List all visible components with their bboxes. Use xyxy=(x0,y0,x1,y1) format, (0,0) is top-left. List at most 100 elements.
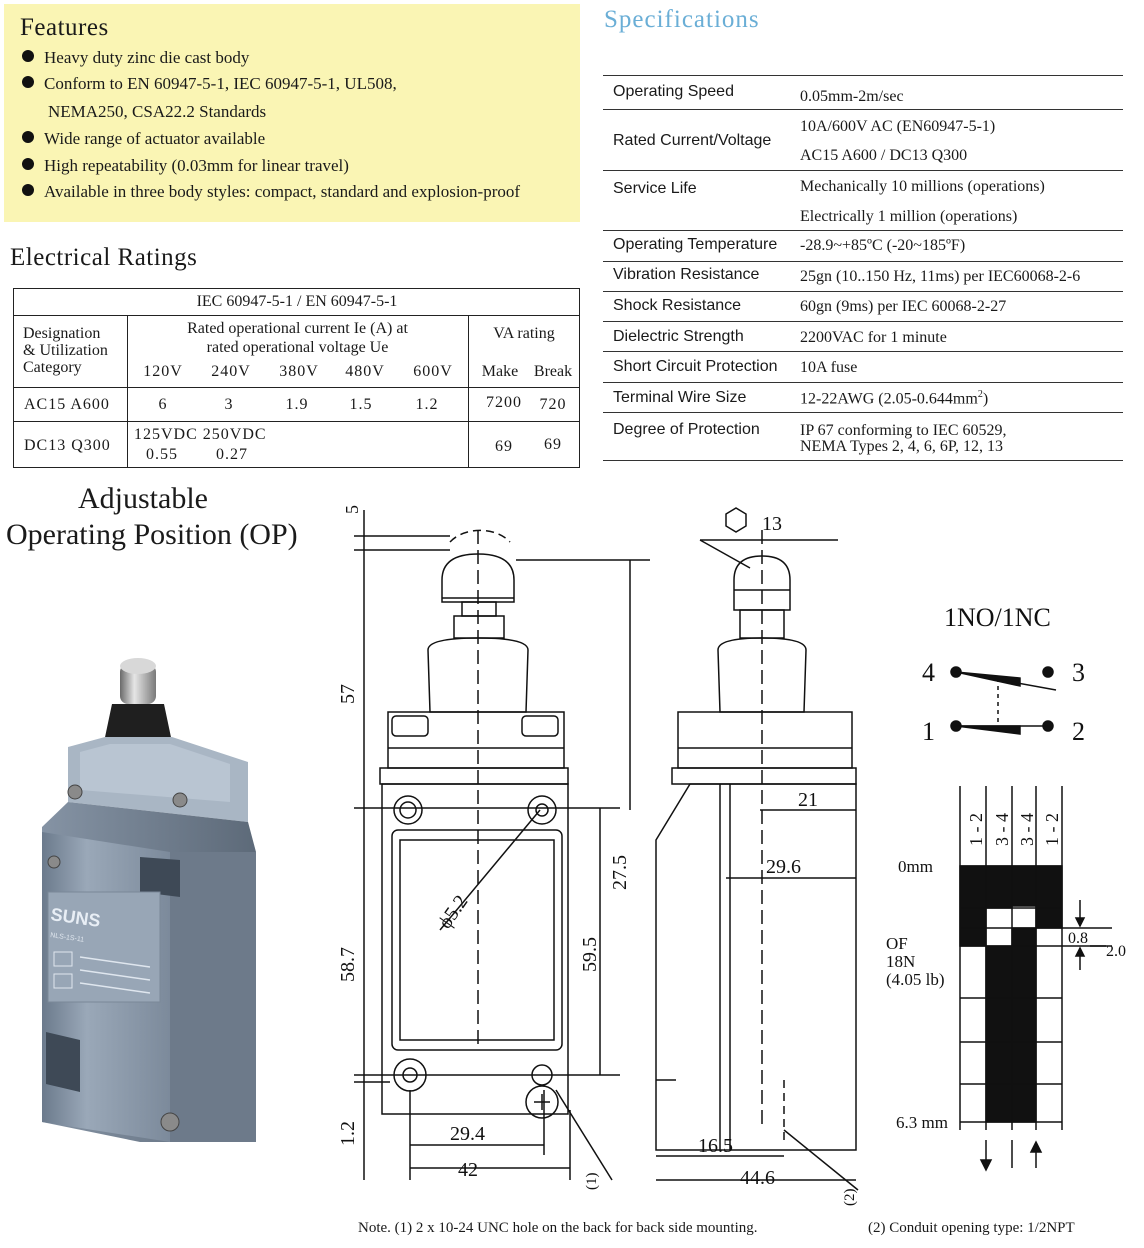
table-rule xyxy=(14,421,580,422)
footnote-1: Note. (1) 2 x 10-24 UNC hole on the back… xyxy=(358,1220,758,1236)
feature-item-continued: NEMA250, CSA22.2 Standards xyxy=(48,102,267,121)
contact-blade xyxy=(955,725,1021,735)
dimension-label: 5 xyxy=(342,505,362,514)
table-rule xyxy=(603,170,1123,171)
spec-value-line: NEMA Types 2, 4, 6, 6P, 12, 13 xyxy=(800,438,1004,455)
leader-line xyxy=(783,1129,859,1191)
voltage-header: 480V xyxy=(345,363,385,380)
table-cell: 7200 xyxy=(486,394,522,411)
screw-icon xyxy=(525,1085,559,1119)
spec-label: Operating Speed xyxy=(613,83,734,100)
table-cell: 69 xyxy=(544,436,562,453)
feature-text: Available in three body styles: compact,… xyxy=(44,182,521,201)
contact-state-closed xyxy=(985,865,1013,909)
table-cell: 0.27 xyxy=(216,446,248,463)
header-line: & Utilization xyxy=(23,342,108,359)
spec-label: Degree of Protection xyxy=(613,421,760,438)
note-marker: (2) xyxy=(842,1189,858,1207)
front-view: 5 57 58.7 1.2 27.5 59.5 ϕ5.2 29.4 42 (1) xyxy=(337,505,650,1190)
leader-line xyxy=(699,539,751,569)
table-rule xyxy=(468,315,469,468)
electrical-ratings-title: Electrical Ratings xyxy=(10,244,198,271)
body-side xyxy=(170,852,256,1142)
plunger-stem xyxy=(461,601,497,617)
spec-value: AC15 A600 / DC13 Q300 xyxy=(800,147,968,164)
bullet-icon xyxy=(22,158,34,170)
plunger-cap xyxy=(120,664,156,704)
plunger-cap xyxy=(441,553,515,603)
body-notch xyxy=(46,1032,80,1092)
table-cell: 125VDC 250VDC xyxy=(134,426,267,443)
table-cell: 6 xyxy=(158,396,168,413)
cover-inner xyxy=(399,839,555,1041)
break-header: Break xyxy=(533,363,573,380)
boot xyxy=(717,637,807,713)
table-rule xyxy=(603,230,1123,231)
head-flange xyxy=(671,767,857,785)
designation-header: Designation & Utilization Category xyxy=(23,325,108,376)
rubber-boot xyxy=(104,704,172,742)
ac15-label: AC15 A600 xyxy=(24,396,110,413)
table-rule xyxy=(14,315,580,316)
column-label: 3 - 4 xyxy=(992,813,1012,846)
column-label: 3 - 4 xyxy=(1017,813,1037,846)
table-cell: 720 xyxy=(539,396,567,413)
dimension-label: 21 xyxy=(798,789,818,811)
specifications-title: Specifications xyxy=(604,6,760,33)
table-rule xyxy=(14,387,580,388)
header-line: Category xyxy=(23,359,82,376)
cover-plate xyxy=(391,829,563,1051)
contact-state-closed xyxy=(985,945,1013,1123)
label-text-line xyxy=(79,969,151,981)
head-block xyxy=(677,711,853,769)
table-rule xyxy=(603,291,1123,292)
bullet-icon xyxy=(22,76,34,88)
standard-header: IEC 60947-5-1 / EN 60947-5-1 xyxy=(196,293,398,310)
contact-state-closed xyxy=(1011,927,1037,1123)
body-outline xyxy=(655,783,857,1151)
spec-label: Service Life xyxy=(613,180,697,197)
superscript: 2 xyxy=(977,389,983,400)
boot xyxy=(427,637,529,713)
features-title: Features xyxy=(20,14,109,41)
op-title-line2: Operating Position (OP) xyxy=(6,518,298,551)
arrow-head-icon xyxy=(1074,917,1086,928)
table-rule xyxy=(603,109,1123,110)
mounting-hole-icon xyxy=(527,795,557,825)
table-cell: 0.55 xyxy=(146,446,178,463)
table-rule xyxy=(603,412,1123,413)
body-notch xyxy=(140,857,180,897)
spec-value-line: IP 67 conforming to IEC 60529, xyxy=(800,422,1007,439)
feature-item: Wide range of actuator available xyxy=(22,129,265,149)
dimension-label: 16.5 xyxy=(698,1135,733,1157)
cert-mark-icon xyxy=(53,951,73,967)
label-text-line xyxy=(79,982,151,994)
head-screw-boss xyxy=(391,715,429,737)
contact-state-closed xyxy=(1011,865,1037,907)
force-lb-label: (4.05 lb) xyxy=(886,970,945,989)
spec-value: Mechanically 10 millions (operations) xyxy=(800,178,1045,195)
of-label: OF xyxy=(886,934,908,953)
spec-label: Short Circuit Protection xyxy=(613,358,778,375)
leader-line xyxy=(439,809,541,931)
bullet-icon xyxy=(22,131,34,143)
table-cell: 1.9 xyxy=(285,396,309,413)
feature-item: Heavy duty zinc die cast body xyxy=(22,48,249,68)
table-rule xyxy=(603,460,1123,461)
make-header: Make xyxy=(481,363,519,380)
mounting-screw-icon xyxy=(393,795,423,825)
feature-text: Wide range of actuator available xyxy=(44,129,266,148)
side-view: 13 21 29.6 16.5 44.6 (2) xyxy=(655,507,859,1207)
spec-value: 0.05mm-2m/sec xyxy=(800,88,904,105)
header-line: Designation xyxy=(23,325,101,342)
voltage-header: 380V xyxy=(279,363,319,380)
spec-value: 25gn (10..150 Hz, 11ms) per IEC60068-2-6 xyxy=(800,268,1081,285)
dimension-label: 44.6 xyxy=(740,1167,775,1189)
dimension-label: 27.5 xyxy=(609,855,631,890)
table-rule xyxy=(603,321,1123,322)
head-face xyxy=(80,744,230,802)
mounting-hole-icon xyxy=(535,803,549,817)
feature-item: Available in three body styles: compact,… xyxy=(22,182,520,202)
plunger-collar xyxy=(453,615,505,639)
spec-value-part: ) xyxy=(982,390,989,408)
